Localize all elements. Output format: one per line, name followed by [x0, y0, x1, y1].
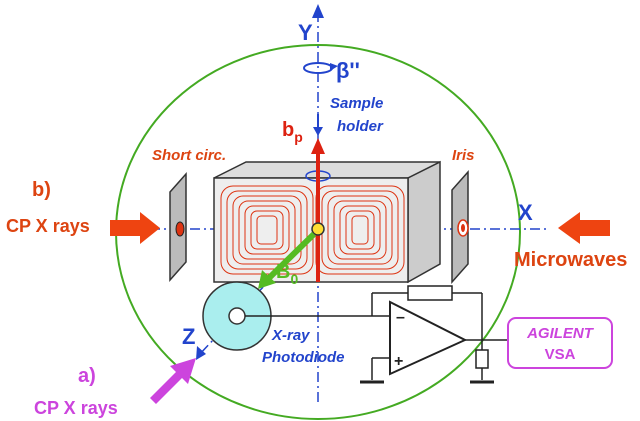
z-axis-label: Z	[182, 324, 195, 349]
b0-arrow	[258, 231, 317, 289]
b-cp-xrays-arrow	[110, 212, 160, 244]
y-axis-arrowhead	[312, 4, 324, 18]
bp-arrow	[311, 138, 325, 282]
xray-photodiode-line2: Photodiode	[262, 349, 345, 366]
a-label: a)	[78, 365, 96, 387]
sample-dot	[311, 222, 325, 236]
rotation-arrow-icon	[303, 62, 338, 74]
short-circ-label: Short circ.	[152, 147, 226, 164]
agilent-vsa-box	[507, 317, 613, 369]
beta-label: β''	[336, 58, 360, 83]
a-cp-xrays-label: CP X rays	[34, 398, 118, 418]
agilent-label: AGILENT	[526, 325, 595, 342]
photodiode	[202, 281, 272, 351]
sample-holder-line2: holder	[337, 118, 384, 135]
xray-photodiode-line1: X-ray	[271, 327, 310, 344]
bp-label: bp	[282, 119, 303, 145]
iris-label: Iris	[452, 147, 475, 164]
opamp-plus: +	[394, 353, 403, 370]
resistor-icon	[475, 349, 489, 369]
microwaves-arrow	[558, 212, 610, 244]
sample-holder-line1: Sample	[330, 95, 383, 112]
iris-plate	[451, 170, 469, 284]
b-cp-xrays-label: CP X rays	[6, 216, 90, 236]
opamp-minus: –	[396, 309, 405, 326]
circuit-wires	[245, 292, 508, 380]
y-axis-label: Y	[298, 20, 313, 45]
short-circuit-plate	[169, 172, 187, 282]
x-axis-label: X	[518, 200, 533, 225]
vsa-label: VSA	[545, 346, 576, 363]
z-axis-arrowhead	[196, 346, 206, 360]
b0-label: B0	[276, 261, 298, 287]
microwaves-label: Microwaves	[514, 249, 627, 271]
b-label: b)	[32, 179, 51, 201]
sample-holder-arrow	[313, 114, 323, 136]
a-cp-xrays-arrow	[150, 358, 196, 404]
cavity-box	[213, 160, 441, 284]
resistor-icon	[407, 285, 453, 301]
op-amp-triangle	[389, 300, 468, 376]
